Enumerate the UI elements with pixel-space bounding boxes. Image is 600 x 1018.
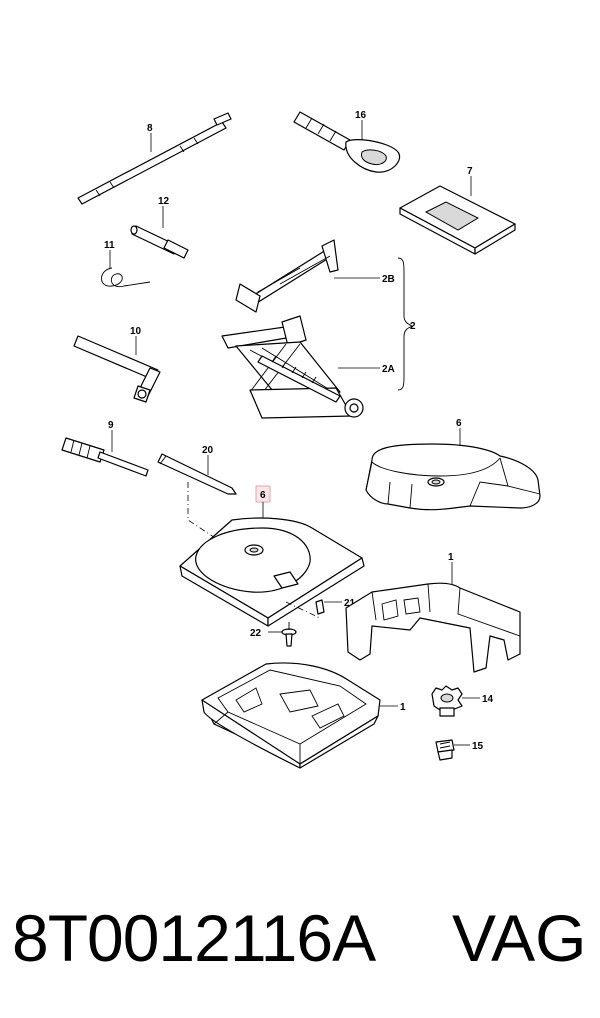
part-6-lid-assembled — [179, 517, 365, 627]
assembly-line-21 — [285, 601, 321, 619]
brace-2 — [397, 257, 414, 391]
callout-2B: 2B — [382, 274, 395, 285]
callout-9: 9 — [108, 420, 114, 431]
callout-11: 11 — [104, 240, 115, 251]
callout-8: 8 — [147, 123, 153, 134]
callout-21: 21 — [344, 598, 356, 609]
part-8-rod — [77, 112, 232, 205]
part-10-wrench — [73, 335, 161, 403]
callout-14: 14 — [482, 694, 494, 705]
part-number: 8T0012116A — [12, 901, 376, 975]
part-15-bolt — [435, 739, 455, 761]
callout-2: 2 — [410, 321, 416, 332]
footer: 8T0012116A VAG — [0, 893, 600, 983]
callout-7: 7 — [467, 166, 473, 177]
callout-20: 20 — [202, 445, 214, 456]
part-1-tray-upper — [345, 582, 521, 673]
callout-15: 15 — [472, 741, 484, 752]
part-22-clip — [281, 622, 297, 647]
part-6-cover — [365, 443, 541, 511]
callout-10: 10 — [130, 326, 142, 337]
part-9-screwdriver — [61, 437, 149, 477]
callout-22: 22 — [250, 628, 262, 639]
brand-label: VAG — [452, 901, 587, 975]
callout-16: 16 — [355, 110, 367, 121]
callout-2A: 2A — [382, 364, 395, 375]
part-2A-jack — [221, 315, 364, 419]
part-16-tow-eye — [293, 111, 401, 173]
part-1-tray-lower — [201, 662, 381, 769]
callout-12: 12 — [158, 196, 170, 207]
part-20-tool — [157, 453, 237, 495]
part-21-pin — [315, 599, 325, 615]
part-14-nut — [431, 685, 463, 717]
part-2B-crank — [235, 239, 339, 313]
callout-1-upper: 1 — [448, 552, 454, 563]
callout-6-box: 6 — [260, 490, 266, 501]
part-11-clip — [101, 267, 151, 288]
part-7-pad — [399, 185, 516, 255]
part-12-pin — [130, 225, 189, 259]
callout-6-top: 6 — [456, 418, 462, 429]
callout-1-lower: 1 — [400, 702, 406, 713]
exploded-parts-diagram: 8 16 7 12 11 2B 2 — [61, 110, 541, 769]
